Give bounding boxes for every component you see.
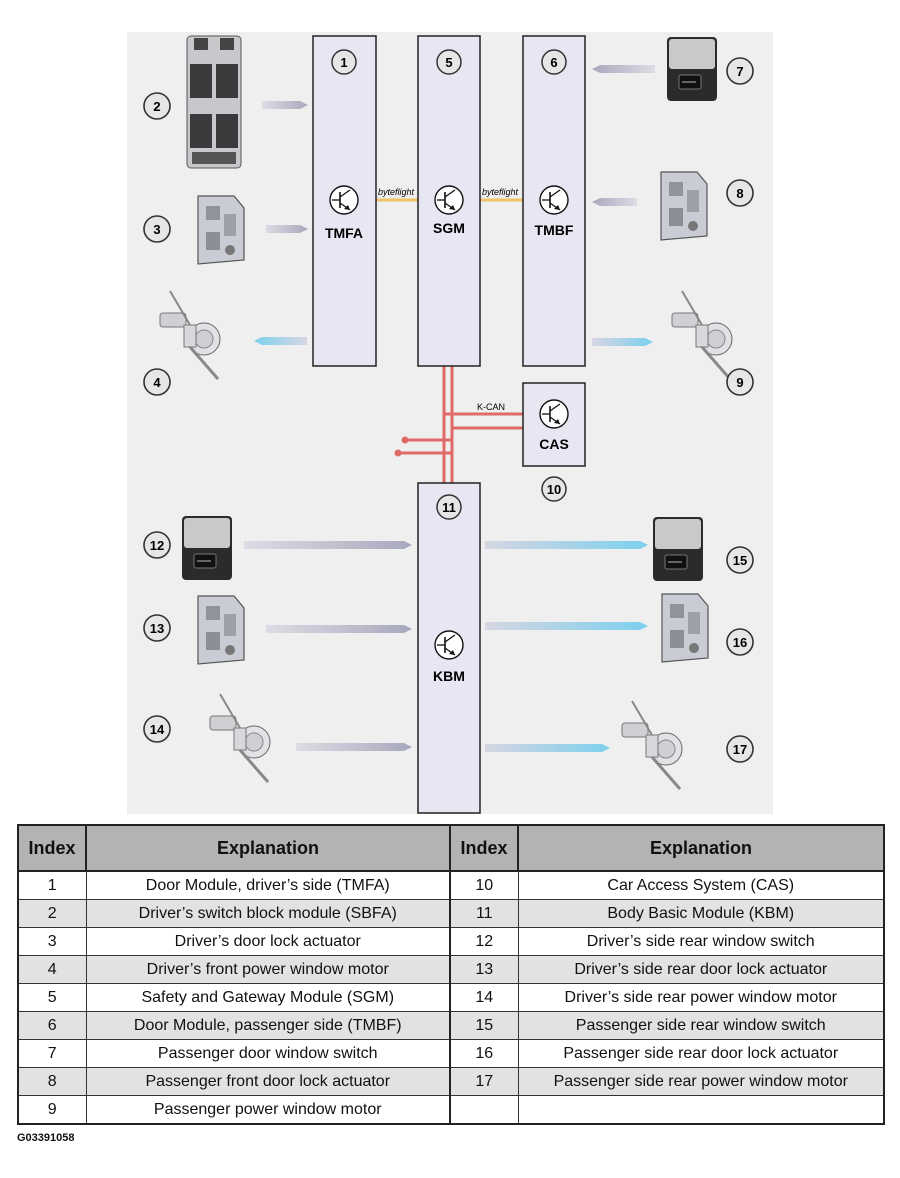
module-tmfa: 1 TMFA — [312, 35, 377, 367]
window-switch-icon — [666, 36, 718, 102]
svg-text:13: 13 — [150, 621, 164, 636]
door-lock-actuator-icon — [661, 593, 709, 663]
svg-text:3: 3 — [153, 222, 160, 237]
svg-text:12: 12 — [150, 538, 164, 553]
door-lock-actuator-icon — [197, 195, 245, 265]
module-number: 6 — [550, 55, 557, 70]
callout-16: 16 — [726, 628, 754, 656]
header-index-right: Index — [449, 824, 519, 872]
module-kbm: 11 KBM — [417, 482, 481, 814]
arrow-17 — [485, 744, 610, 752]
module-number: 1 — [340, 55, 347, 70]
arrow-3 — [266, 225, 308, 233]
module-name: KBM — [433, 668, 465, 684]
kcan-bus — [394, 366, 523, 483]
callout-8: 8 — [726, 179, 754, 207]
arrow-15 — [485, 541, 648, 549]
svg-text:16: 16 — [733, 635, 747, 650]
module-number: 5 — [445, 55, 452, 70]
arrow-8 — [592, 198, 637, 206]
callout-7: 7 — [726, 57, 754, 85]
header-explanation-left: Explanation — [85, 824, 451, 872]
svg-text:17: 17 — [733, 742, 747, 757]
svg-text:15: 15 — [733, 553, 747, 568]
callout-9: 9 — [726, 368, 754, 396]
module-sgm: 5 SGM — [417, 35, 481, 367]
svg-text:8: 8 — [736, 186, 743, 201]
module-cas: CAS 10 — [522, 382, 586, 502]
door-lock-actuator-icon — [197, 595, 245, 665]
module-number: 10 — [547, 482, 561, 497]
window-switch-icon — [652, 516, 704, 582]
arrow-14 — [296, 743, 412, 751]
figure-id: G03391058 — [17, 1132, 75, 1144]
byteflight-label-left: byteflight — [378, 187, 415, 197]
callout-2: 2 — [143, 92, 171, 120]
wiring-diagram: byteflight byteflight K-CAN 1 TMFA 5 SGM… — [127, 32, 773, 814]
svg-text:9: 9 — [736, 375, 743, 390]
svg-text:14: 14 — [150, 722, 165, 737]
callout-15: 15 — [726, 546, 754, 574]
window-switch-icon — [181, 515, 233, 581]
window-switch-block-icon — [186, 35, 242, 169]
door-lock-actuator-icon — [660, 171, 708, 241]
arrow-16 — [485, 622, 648, 630]
module-tmbf: 6 TMBF — [522, 35, 586, 367]
callout-17: 17 — [726, 735, 754, 763]
arrow-2 — [262, 101, 308, 109]
arrow-7 — [592, 65, 655, 73]
callout-13: 13 — [143, 614, 171, 642]
header-index-left: Index — [17, 824, 87, 872]
header-explanation-right: Explanation — [517, 824, 885, 872]
callout-4: 4 — [143, 368, 171, 396]
arrow-9 — [592, 338, 653, 346]
callout-3: 3 — [143, 215, 171, 243]
module-name: CAS — [539, 436, 569, 452]
module-number: 11 — [442, 500, 456, 515]
module-name: SGM — [433, 220, 465, 236]
module-name: TMBF — [535, 222, 574, 238]
arrow-4 — [254, 337, 307, 345]
svg-text:2: 2 — [153, 99, 160, 114]
arrow-12 — [244, 541, 412, 549]
callout-14: 14 — [143, 715, 171, 743]
kcan-label: K-CAN — [477, 402, 505, 412]
module-name: TMFA — [325, 225, 363, 241]
byteflight-label-right: byteflight — [482, 187, 519, 197]
svg-text:4: 4 — [153, 375, 161, 390]
signal-arrows — [244, 65, 655, 752]
legend-header-row: Index Explanation Index Explanation — [17, 824, 885, 872]
svg-text:7: 7 — [736, 64, 743, 79]
callout-12: 12 — [143, 531, 171, 559]
arrow-13 — [266, 625, 412, 633]
